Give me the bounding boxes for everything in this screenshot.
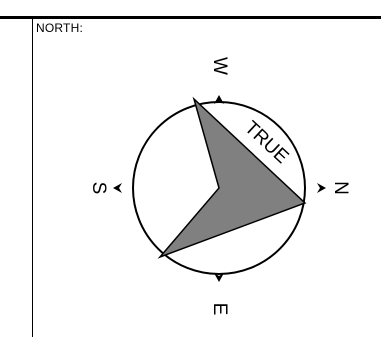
left-border-line	[32, 18, 33, 337]
right-tick-icon	[317, 183, 326, 193]
direction-label-top: W	[209, 57, 230, 75]
direction-label-bottom: E	[209, 303, 230, 316]
top-tick-icon	[214, 95, 224, 104]
direction-label-right: N	[330, 181, 351, 195]
left-tick-icon	[113, 183, 122, 193]
top-border-line	[0, 16, 381, 19]
north-arrow-shape	[157, 96, 307, 259]
bottom-tick-icon	[214, 273, 224, 282]
direction-label-left: S	[88, 182, 109, 195]
north-label: NORTH:	[36, 21, 83, 35]
